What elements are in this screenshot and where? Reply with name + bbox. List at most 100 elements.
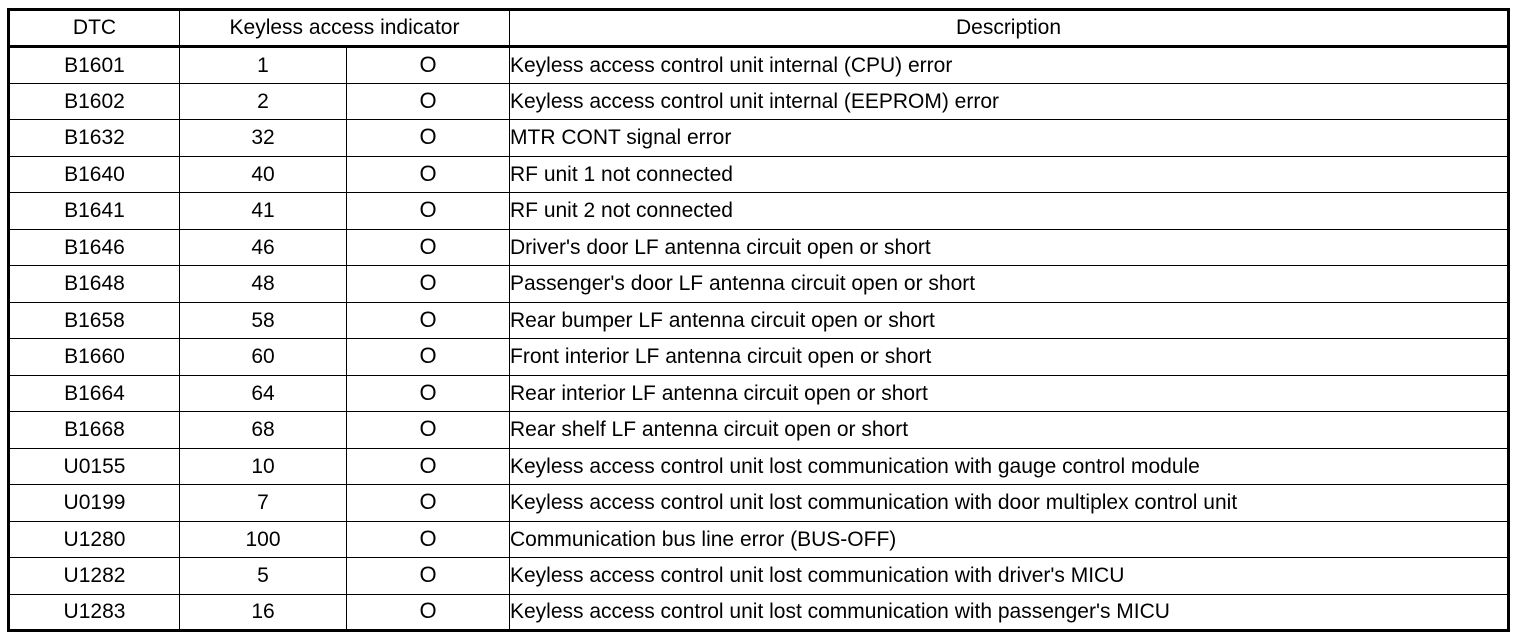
cell-indicator-status: O	[346, 46, 510, 84]
circle-icon: O	[419, 525, 437, 551]
cell-dtc-code: B1641	[8, 192, 180, 230]
cell-indicator-blink-count: 5	[179, 557, 347, 595]
cell-description: Rear shelf LF antenna circuit open or sh…	[509, 411, 1509, 449]
table-header-row: DTC Keyless access indicator Description	[8, 9, 1509, 48]
cell-indicator-status: O	[346, 192, 510, 230]
cell-description: Keyless access control unit lost communi…	[509, 447, 1509, 485]
cell-indicator-blink-count: 2	[179, 82, 347, 120]
cell-indicator-blink-count: 100	[179, 520, 347, 558]
cell-indicator-blink-count: 1	[179, 46, 347, 84]
cell-dtc-code: U1282	[8, 557, 180, 595]
circle-icon: O	[419, 598, 437, 624]
cell-indicator-status: O	[346, 374, 510, 412]
cell-description: MTR CONT signal error	[509, 119, 1509, 157]
cell-indicator-status: O	[346, 593, 510, 631]
dtc-table-container: DTC Keyless access indicator Description…	[7, 8, 1510, 632]
cell-dtc-code: U1280	[8, 520, 180, 558]
cell-dtc-code: U1283	[8, 593, 180, 631]
cell-indicator-status: O	[346, 447, 510, 485]
column-header-keyless-access-indicator: Keyless access indicator	[179, 9, 510, 48]
cell-description: Rear interior LF antenna circuit open or…	[509, 374, 1509, 412]
cell-indicator-status: O	[346, 228, 510, 266]
cell-dtc-code: B1640	[8, 155, 180, 193]
cell-description: Rear bumper LF antenna circuit open or s…	[509, 301, 1509, 339]
cell-dtc-code: B1602	[8, 82, 180, 120]
cell-description: RF unit 1 not connected	[509, 155, 1509, 193]
cell-description: Driver's door LF antenna circuit open or…	[509, 228, 1509, 266]
cell-description: RF unit 2 not connected	[509, 192, 1509, 230]
cell-indicator-blink-count: 60	[179, 338, 347, 376]
cell-description: Keyless access control unit internal (CP…	[509, 46, 1509, 84]
cell-indicator-status: O	[346, 411, 510, 449]
cell-indicator-blink-count: 48	[179, 265, 347, 303]
cell-indicator-blink-count: 7	[179, 484, 347, 522]
circle-icon: O	[419, 562, 437, 588]
cell-dtc-code: B1668	[8, 411, 180, 449]
cell-dtc-code: U0155	[8, 447, 180, 485]
cell-dtc-code: B1648	[8, 265, 180, 303]
cell-indicator-status: O	[346, 82, 510, 120]
cell-indicator-blink-count: 32	[179, 119, 347, 157]
cell-indicator-blink-count: 40	[179, 155, 347, 193]
circle-icon: O	[419, 416, 437, 442]
circle-icon: O	[419, 379, 437, 405]
circle-icon: O	[419, 489, 437, 515]
circle-icon: O	[419, 197, 437, 223]
circle-icon: O	[419, 306, 437, 332]
cell-indicator-blink-count: 64	[179, 374, 347, 412]
cell-indicator-blink-count: 10	[179, 447, 347, 485]
cell-indicator-blink-count: 68	[179, 411, 347, 449]
column-header-description: Description	[509, 9, 1509, 48]
circle-icon: O	[419, 343, 437, 369]
cell-indicator-blink-count: 16	[179, 593, 347, 631]
cell-indicator-blink-count: 41	[179, 192, 347, 230]
circle-icon: O	[419, 233, 437, 259]
dtc-table: DTC Keyless access indicator Description…	[7, 8, 1510, 632]
cell-dtc-code: B1632	[8, 119, 180, 157]
cell-indicator-blink-count: 58	[179, 301, 347, 339]
cell-indicator-status: O	[346, 484, 510, 522]
cell-indicator-status: O	[346, 557, 510, 595]
cell-indicator-status: O	[346, 265, 510, 303]
cell-dtc-code: B1658	[8, 301, 180, 339]
cell-dtc-code: B1664	[8, 374, 180, 412]
cell-dtc-code: B1660	[8, 338, 180, 376]
cell-description: Front interior LF antenna circuit open o…	[509, 338, 1509, 376]
cell-dtc-code: U0199	[8, 484, 180, 522]
cell-dtc-code: B1646	[8, 228, 180, 266]
cell-description: Keyless access control unit internal (EE…	[509, 82, 1509, 120]
cell-indicator-status: O	[346, 155, 510, 193]
cell-indicator-blink-count: 46	[179, 228, 347, 266]
circle-icon: O	[419, 87, 437, 113]
cell-description: Keyless access control unit lost communi…	[509, 593, 1509, 631]
cell-indicator-status: O	[346, 338, 510, 376]
cell-description: Keyless access control unit lost communi…	[509, 557, 1509, 595]
cell-description: Keyless access control unit lost communi…	[509, 484, 1509, 522]
cell-indicator-status: O	[346, 119, 510, 157]
circle-icon: O	[419, 452, 437, 478]
circle-icon: O	[419, 124, 437, 150]
cell-indicator-status: O	[346, 301, 510, 339]
column-header-dtc: DTC	[8, 9, 180, 48]
circle-icon: O	[419, 160, 437, 186]
cell-description: Passenger's door LF antenna circuit open…	[509, 265, 1509, 303]
cell-indicator-status: O	[346, 520, 510, 558]
table-header: DTC Keyless access indicator Description	[8, 9, 1509, 48]
cell-dtc-code: B1601	[8, 46, 180, 84]
cell-description: Communication bus line error (BUS-OFF)	[509, 520, 1509, 558]
